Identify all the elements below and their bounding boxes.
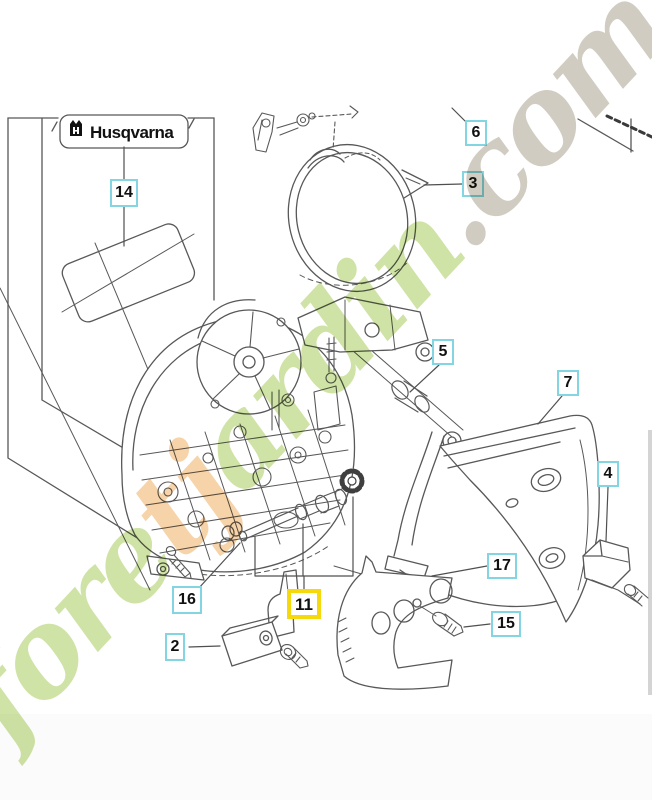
brake-band bbox=[287, 143, 429, 293]
plate-screw bbox=[432, 611, 464, 637]
husqvarna-label: Husqvarna bbox=[59, 114, 189, 149]
crankcase-body bbox=[121, 296, 435, 581]
part-callout-7[interactable]: 7 bbox=[557, 370, 579, 396]
hand-guard bbox=[439, 414, 600, 623]
part-callout-4[interactable]: 4 bbox=[597, 461, 619, 487]
part-callout-11[interactable]: 11 bbox=[287, 589, 321, 619]
part-callout-16[interactable]: 16 bbox=[172, 586, 202, 614]
plunger-part bbox=[391, 380, 430, 413]
chain-catcher bbox=[582, 539, 649, 607]
sprocket-gear bbox=[339, 468, 365, 494]
part-callout-2[interactable]: 2 bbox=[165, 633, 185, 661]
chain-tensioner bbox=[221, 569, 309, 669]
husqvarna-logo-icon bbox=[70, 120, 82, 136]
part-callout-17[interactable]: 17 bbox=[487, 553, 517, 579]
tensioner-screw bbox=[279, 644, 309, 669]
part-callout-14[interactable]: 14 bbox=[110, 179, 138, 207]
part-callout-3[interactable]: 3 bbox=[462, 171, 484, 197]
brand-label-text: Husqvarna bbox=[90, 123, 174, 142]
leader-lines bbox=[123, 107, 609, 648]
scan-artifacts bbox=[0, 430, 652, 800]
brake-trigger-parts bbox=[252, 105, 359, 153]
tensioner-shaft-parts bbox=[221, 380, 430, 542]
bar-and-chain-hint bbox=[577, 114, 652, 153]
part-callout-15[interactable]: 15 bbox=[491, 611, 521, 637]
part-callout-6[interactable]: 6 bbox=[465, 120, 487, 146]
catcher-screw bbox=[623, 584, 649, 607]
foot-screw bbox=[165, 546, 192, 579]
part-callout-5[interactable]: 5 bbox=[432, 339, 454, 365]
